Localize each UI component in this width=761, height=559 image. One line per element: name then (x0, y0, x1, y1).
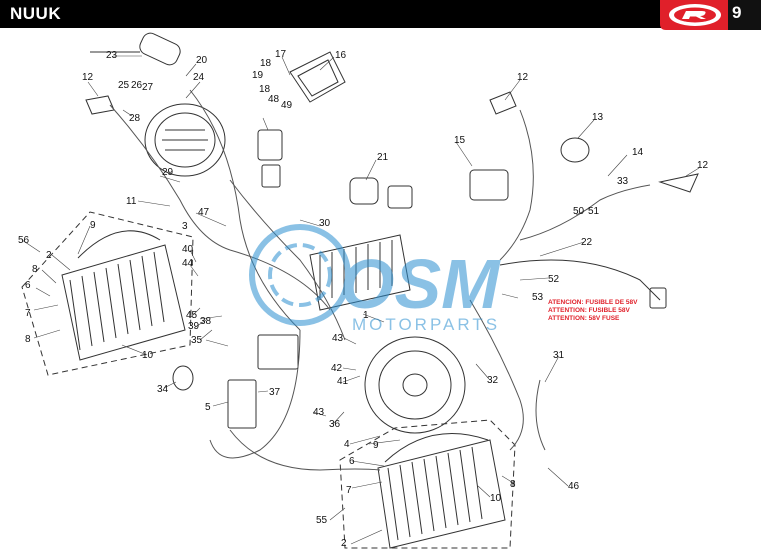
callout-6: 6 (25, 280, 31, 291)
callout-18: 18 (259, 84, 271, 95)
callout-46: 46 (568, 481, 580, 492)
watermark: OSM MOTORPARTS (249, 224, 501, 334)
motor-controller (309, 177, 413, 311)
callout-55: 55 (316, 515, 328, 526)
battery-right (377, 433, 506, 549)
brand-logo (660, 0, 761, 30)
wiring-harness (109, 89, 651, 471)
wiring-connectors (257, 129, 509, 201)
callout-48: 48 (268, 94, 280, 105)
callout-22: 22 (581, 237, 593, 248)
callout-9: 9 (90, 220, 96, 231)
page-number: 9 (732, 3, 742, 22)
leader-lines (21, 55, 700, 545)
callout-15: 15 (454, 135, 466, 146)
callout-10: 10 (142, 350, 154, 361)
callout-45: 45 (186, 310, 198, 321)
callout-20: 20 (196, 55, 208, 66)
callout-6: 6 (349, 456, 355, 467)
callout-10: 10 (490, 493, 502, 504)
watermark-logo: OSM (340, 245, 501, 323)
callout-17: 17 (275, 49, 287, 60)
callout-21: 21 (377, 152, 389, 163)
throttle-grip (90, 32, 181, 66)
callout-8: 8 (510, 479, 516, 490)
callout-14: 14 (632, 147, 644, 158)
page-title: NUUK (10, 4, 62, 23)
callout-13: 13 (592, 112, 604, 123)
parts-diagram: OSM MOTORPARTS 2320171618191848491225262… (18, 32, 709, 549)
callout-31: 31 (553, 350, 565, 361)
callout-8: 8 (25, 334, 31, 345)
callout-39: 39 (188, 321, 200, 332)
callout-41: 41 (337, 376, 349, 387)
fuse-box (257, 334, 299, 370)
callout-28: 28 (129, 113, 141, 124)
callout-52: 52 (548, 274, 560, 285)
callout-47: 47 (198, 207, 210, 218)
callout-26: 26 (131, 80, 143, 91)
callout-5: 5 (205, 402, 211, 413)
callout-24: 24 (193, 72, 205, 83)
callout-43: 43 (313, 407, 325, 418)
callout-25: 25 (118, 80, 130, 91)
callout-42: 42 (331, 363, 343, 374)
callout-51: 51 (588, 206, 600, 217)
callout-2: 2 (341, 538, 347, 549)
callout-35: 35 (191, 335, 203, 346)
turn-signal-right-rear (658, 173, 699, 193)
battery-left-outline (21, 211, 194, 376)
callout-43: 43 (332, 333, 344, 344)
callout-33: 33 (617, 176, 629, 187)
callout-23: 23 (106, 50, 118, 61)
callout-30: 30 (319, 218, 331, 229)
callout-18: 18 (260, 58, 272, 69)
callout-12: 12 (697, 160, 709, 171)
battery-left (61, 230, 186, 361)
callout-40: 40 (182, 244, 194, 255)
callout-56: 56 (18, 235, 30, 246)
callout-7: 7 (25, 308, 31, 319)
callout-32: 32 (487, 375, 499, 386)
callout-16: 16 (335, 50, 347, 61)
horn (172, 365, 194, 391)
speed-sensor (560, 137, 590, 163)
callout-8: 8 (32, 264, 38, 275)
callout-44: 44 (182, 258, 194, 269)
callout-2: 2 (46, 250, 52, 261)
callout-4: 4 (344, 439, 350, 450)
warning-line-1: ATENCION: FUSIBLE DE 58V (548, 299, 638, 306)
callout-19: 19 (252, 70, 264, 81)
callout-27: 27 (142, 82, 154, 93)
callout-29: 29 (162, 167, 174, 178)
callout-3: 3 (182, 221, 188, 232)
warning-line-3: ATTENTION: 58V FUSE (548, 315, 620, 322)
warning-line-2: ATTENTION: FUSIBLE 58V (548, 307, 630, 314)
callout-12: 12 (82, 72, 94, 83)
callout-12: 12 (517, 72, 529, 83)
watermark-tagline: MOTORPARTS (352, 315, 500, 334)
callout-1: 1 (363, 310, 369, 321)
electric-motor (364, 336, 466, 434)
callout-49: 49 (281, 100, 293, 111)
callout-34: 34 (157, 384, 169, 395)
callout-7: 7 (346, 485, 352, 496)
callout-36: 36 (329, 419, 341, 430)
callout-50: 50 (573, 206, 585, 217)
headlight-assembly (144, 103, 226, 177)
callout-38: 38 (200, 316, 212, 327)
turn-signal-right-front (489, 91, 517, 115)
turn-signal-left (85, 95, 115, 115)
charger-cable (499, 259, 667, 309)
dashboard (289, 51, 346, 103)
callout-37: 37 (269, 387, 281, 398)
callout-53: 53 (532, 292, 544, 303)
callout-11: 11 (126, 196, 137, 207)
callout-9: 9 (373, 440, 379, 451)
header-bar (0, 0, 761, 28)
ecu (227, 379, 257, 429)
